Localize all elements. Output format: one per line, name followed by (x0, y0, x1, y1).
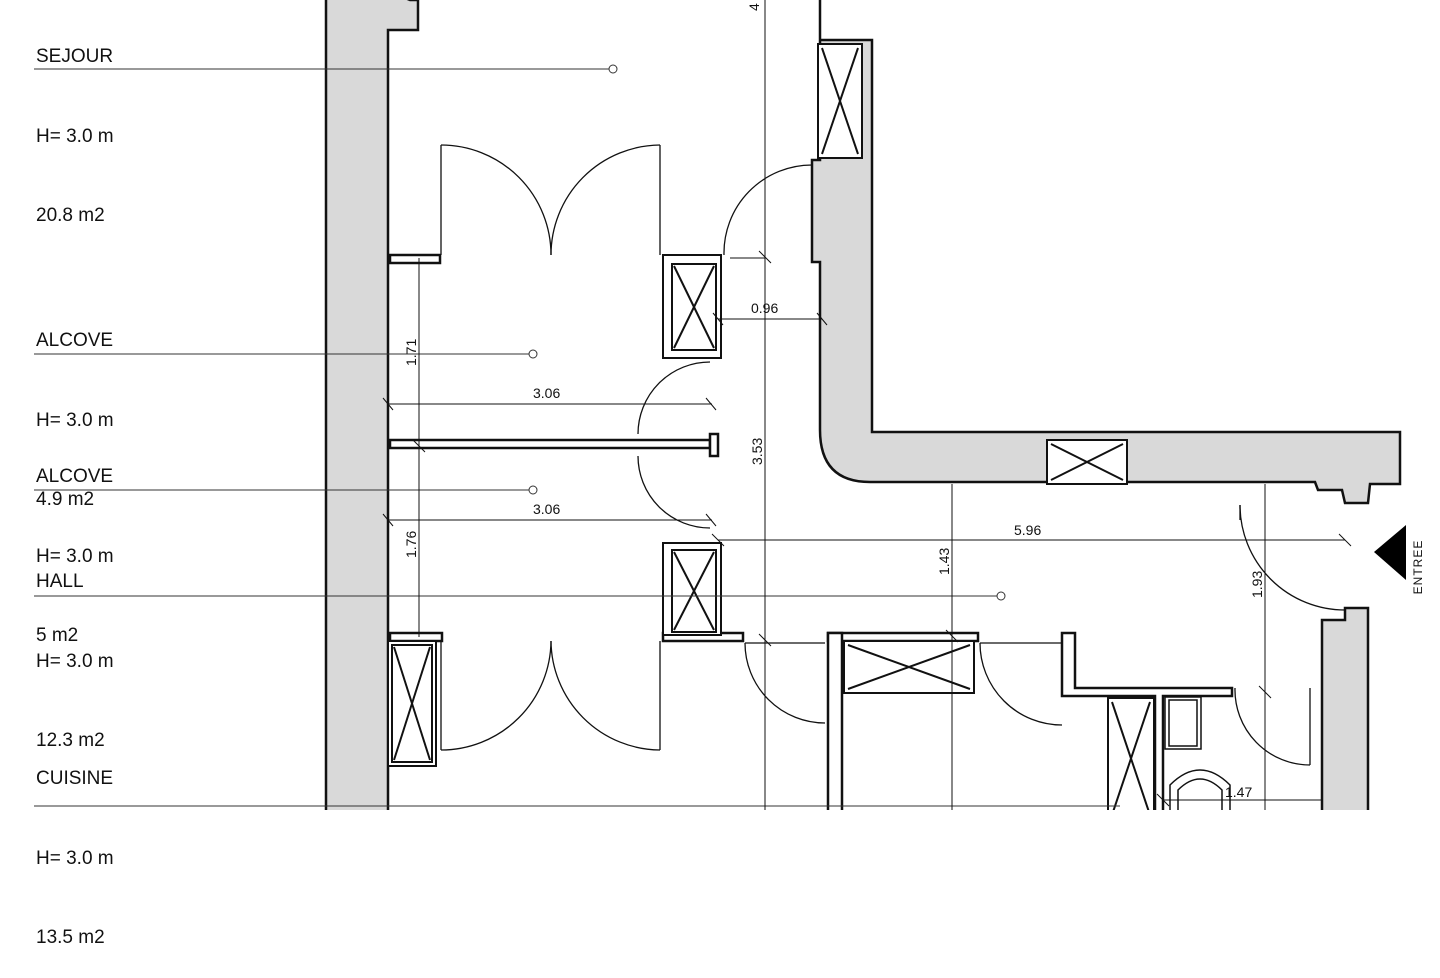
room-height: H= 3.0 m (36, 545, 114, 567)
doors (440, 144, 1346, 766)
dim-top-partial: 4 (746, 3, 762, 11)
walls (324, 0, 1402, 810)
room-label-hall: HALL H= 3.0 m 12.3 m2 (36, 516, 114, 781)
floor-plan: 4 0.96 1.71 3.06 3.53 3.06 1.76 1.43 5.9… (34, 0, 1406, 810)
dimension-lines (382, 0, 1352, 810)
room-area: 20.8 m2 (36, 205, 105, 226)
room-height: H= 3.0 m (36, 847, 114, 869)
closet-wc (1107, 697, 1155, 810)
entrance-arrow-icon (1374, 525, 1406, 580)
wall-left (324, 0, 420, 810)
fixtures (1164, 696, 1231, 810)
room-name: SEJOUR (36, 46, 114, 67)
dim-147: 1.47 (1225, 784, 1252, 800)
room-label-sejour: SEJOUR H= 3.0 m 20.8 m2 (36, 0, 114, 256)
dim-193: 1.93 (1249, 571, 1265, 598)
room-name: ALCOVE (36, 330, 114, 351)
dim-143: 1.43 (936, 548, 952, 575)
dimension-texts: 4 0.96 1.71 3.06 3.53 3.06 1.76 1.43 5.9… (403, 3, 1265, 800)
dim-171: 1.71 (403, 339, 419, 366)
dim-096: 0.96 (751, 300, 778, 316)
dim-306-b: 3.06 (533, 501, 560, 517)
leader-lines (34, 64, 1120, 807)
room-label-cuisine: CUISINE H= 3.0 m 13.5 m2 (36, 713, 114, 978)
room-label-alcove-2: ALCOVE H= 3.0 m 5 m2 (36, 411, 114, 676)
dim-353: 3.53 (749, 438, 765, 465)
entrance-label: ENTREE (1411, 539, 1425, 595)
room-name: HALL (36, 571, 84, 592)
room-area: 4.9 m2 (36, 489, 95, 510)
partition-upper-left (388, 253, 442, 265)
room-label-alcove-1: ALCOVE H= 3.0 m 4.9 m2 (36, 275, 114, 540)
wall-right-lower (1320, 606, 1370, 810)
room-area: 5 m2 (36, 625, 79, 646)
dim-306-a: 3.06 (533, 385, 560, 401)
closets (387, 43, 1155, 810)
room-height: H= 3.0 m (36, 409, 114, 431)
room-name: ALCOVE (36, 466, 114, 487)
room-area: 12.3 m2 (36, 730, 105, 751)
wall-right-upper (810, 0, 1402, 505)
dim-176: 1.76 (403, 531, 419, 558)
room-name: CUISINE (36, 768, 114, 789)
partitions (388, 253, 1234, 810)
room-height: H= 3.0 m (36, 650, 114, 672)
partition-lower-left (388, 631, 444, 643)
partition-wc (1060, 631, 1234, 810)
wc-tank (1164, 696, 1202, 750)
toilet-bowl (1169, 769, 1231, 810)
partition-kitchen-wall (826, 631, 844, 810)
dim-596: 5.96 (1014, 522, 1041, 538)
partition-middle-post (708, 432, 720, 458)
room-height: H= 3.0 m (36, 125, 114, 147)
partition-middle (388, 438, 712, 450)
room-area: 13.5 m2 (36, 927, 105, 948)
